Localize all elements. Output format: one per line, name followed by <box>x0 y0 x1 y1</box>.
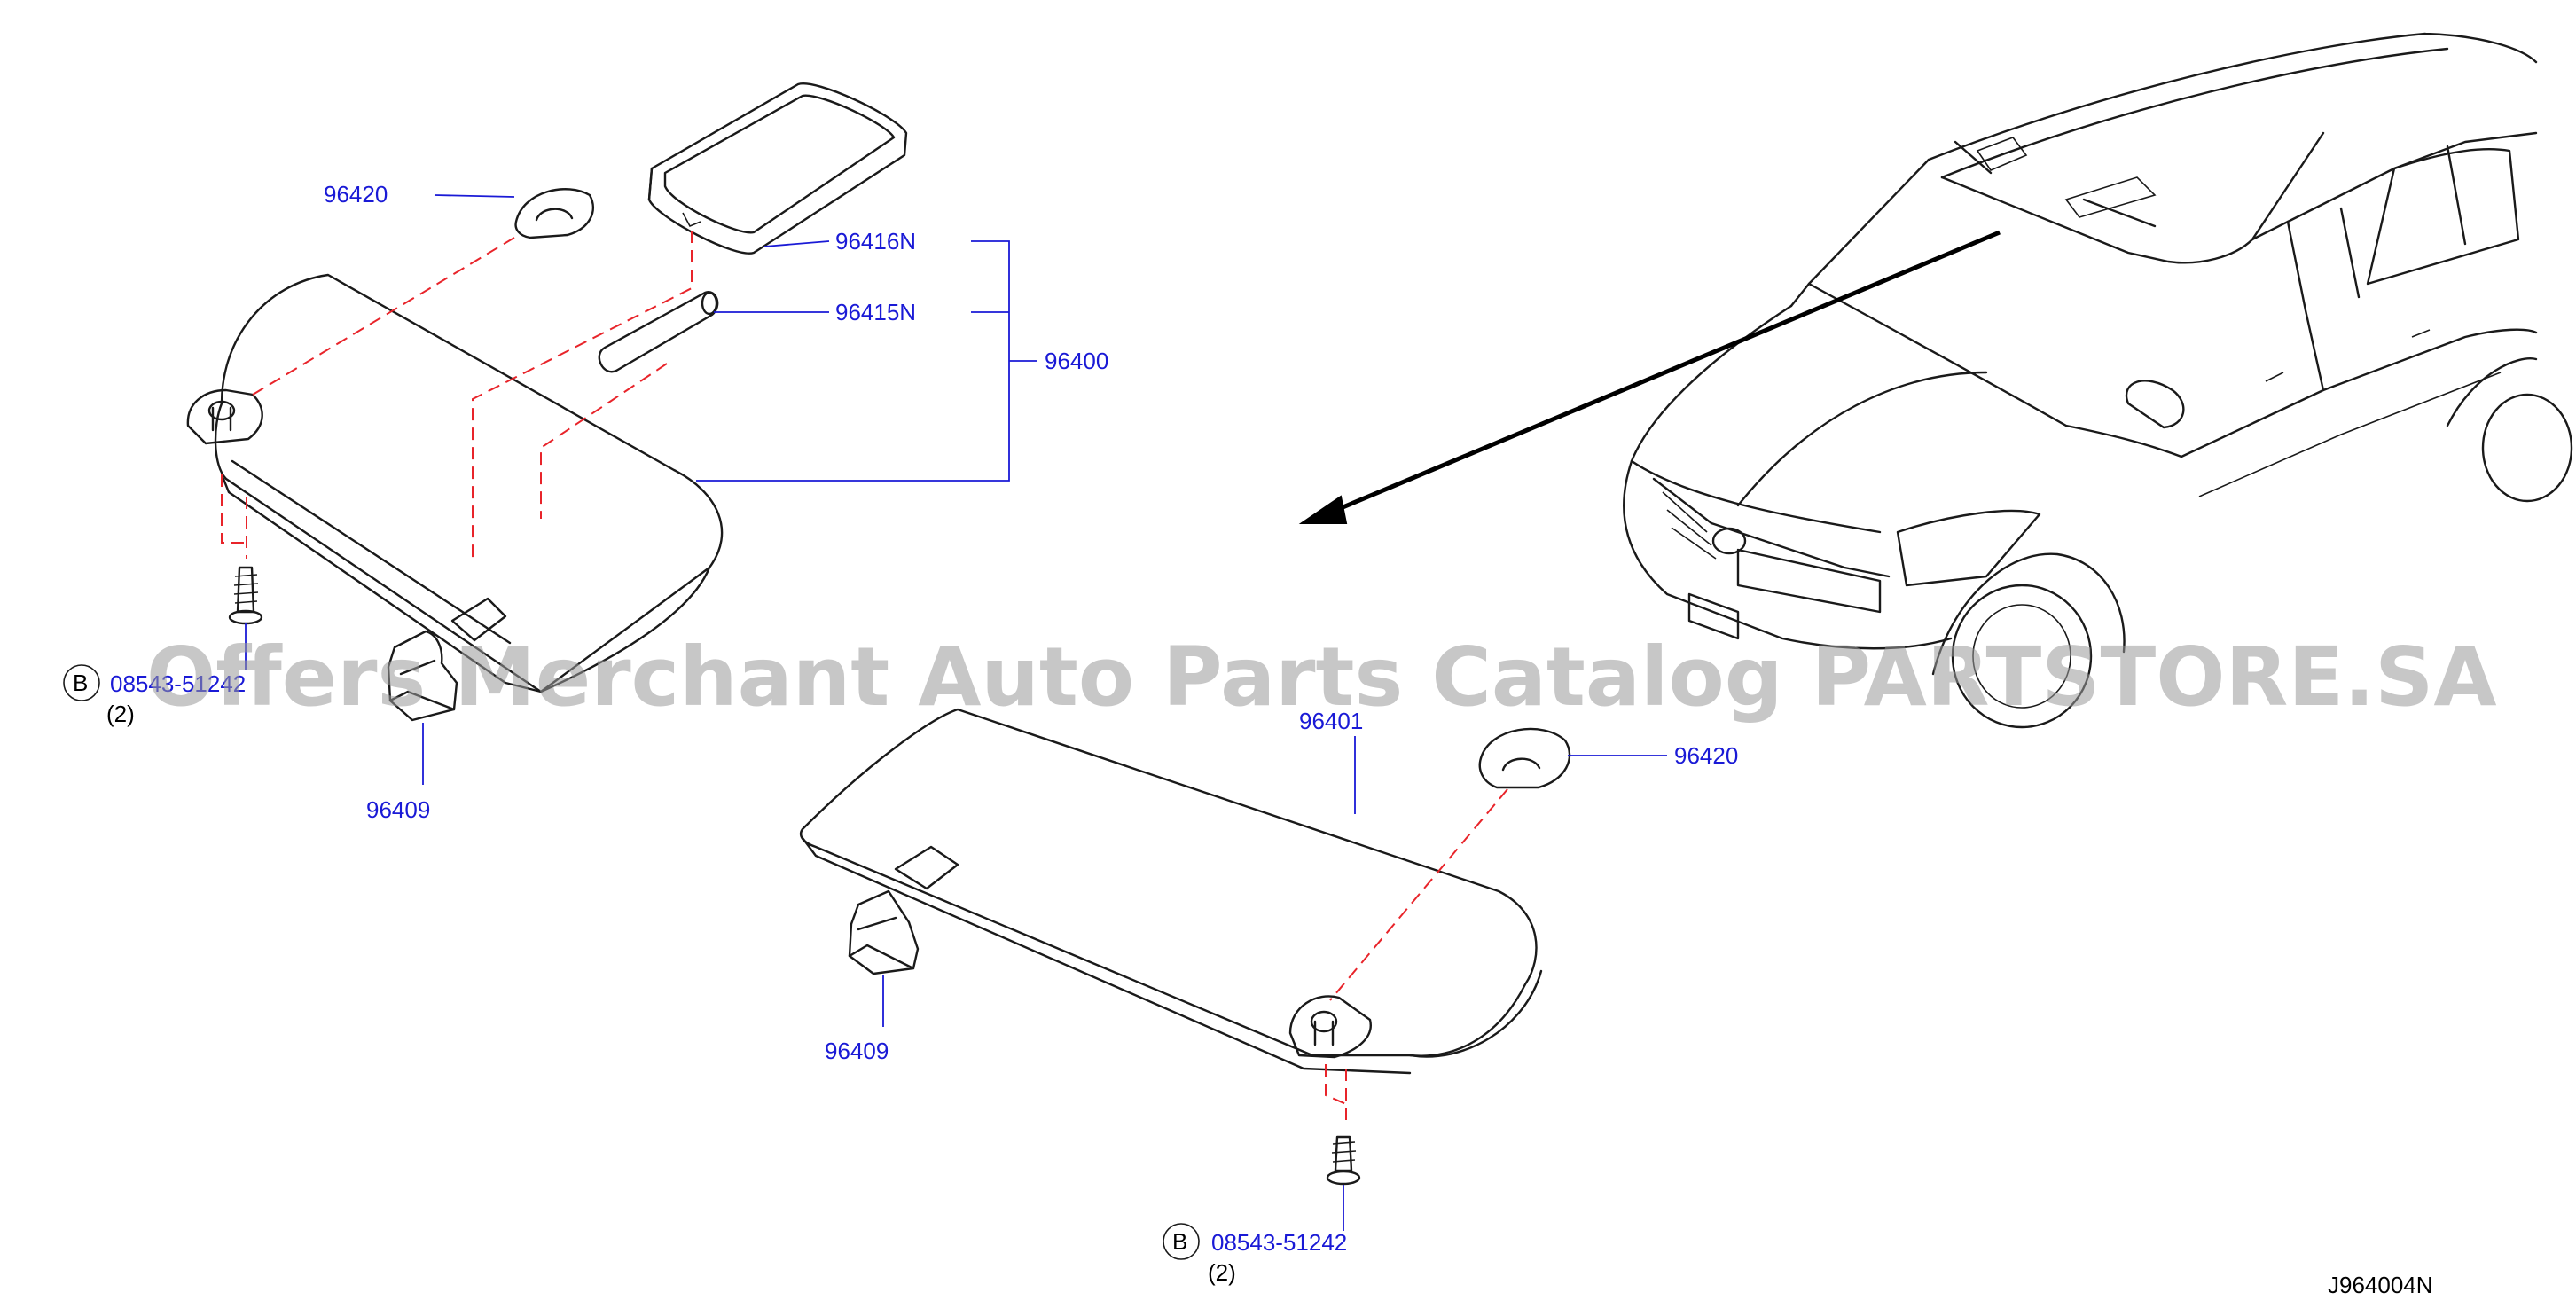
direction-arrow <box>1298 230 2001 524</box>
left-visor-hinge[interactable] <box>186 388 263 445</box>
label-bolt-right[interactable]: 08543-51242 <box>1211 1229 1347 1256</box>
label-visor-left-assy[interactable]: 96400 <box>1045 348 1108 374</box>
leader-visor-left-bracket <box>696 240 1037 482</box>
phantom-line-holder-left <box>252 237 515 396</box>
label-bolt-left-qty: (2) <box>106 701 135 727</box>
left-visor-clip-mount <box>450 597 507 642</box>
phantom-line-screw-right <box>1325 1064 1347 1126</box>
label-holder-left[interactable]: 96420 <box>324 181 388 208</box>
watermark: Offers Merchant Auto Parts Catalog PARTS… <box>146 630 2497 725</box>
bolt-marker-right-text: B <box>1172 1228 1187 1255</box>
phantom-line-mirror <box>472 231 693 559</box>
visor-holder-right[interactable] <box>1478 727 1571 789</box>
bolt-marker-left-text: B <box>73 670 88 696</box>
phantom-line-screw-left <box>221 474 247 559</box>
map-lamp-bulb[interactable] <box>598 291 719 373</box>
label-holder-right[interactable]: 96420 <box>1674 742 1738 769</box>
visor-holder-left[interactable] <box>514 188 594 239</box>
vehicle-illustration <box>1623 32 2573 729</box>
right-visor-hinge[interactable] <box>1288 995 1372 1059</box>
diagram-code: J964004N <box>2328 1272 2433 1298</box>
right-visor-clip-mount <box>894 845 959 890</box>
phantom-line-holder-right <box>1329 788 1508 1001</box>
label-lamp[interactable]: 96415N <box>835 299 916 325</box>
phantom-line-lamp <box>540 363 668 519</box>
screw-left[interactable] <box>228 566 263 625</box>
label-bolt-left[interactable]: 08543-51242 <box>110 670 246 697</box>
screw-right[interactable] <box>1326 1135 1361 1186</box>
label-clip-right[interactable]: 96409 <box>825 1038 889 1064</box>
right-sun-visor[interactable] <box>799 708 1543 1075</box>
label-mirror-lid[interactable]: 96416N <box>835 228 916 255</box>
visor-clip-right[interactable] <box>848 889 920 975</box>
label-clip-left[interactable]: 96409 <box>366 796 430 823</box>
bolt-marker-right <box>1163 1223 1200 1260</box>
vanity-mirror-lid[interactable] <box>647 82 908 255</box>
leader-holder-left <box>434 194 515 198</box>
visor-clip-left[interactable] <box>387 630 458 722</box>
label-visor-right-assy[interactable]: 96401 <box>1299 708 1363 734</box>
leader-mirror-lid <box>763 240 830 247</box>
bolt-marker-left <box>63 664 100 701</box>
left-sun-visor[interactable] <box>214 273 724 693</box>
label-bolt-right-qty: (2) <box>1208 1259 1236 1286</box>
